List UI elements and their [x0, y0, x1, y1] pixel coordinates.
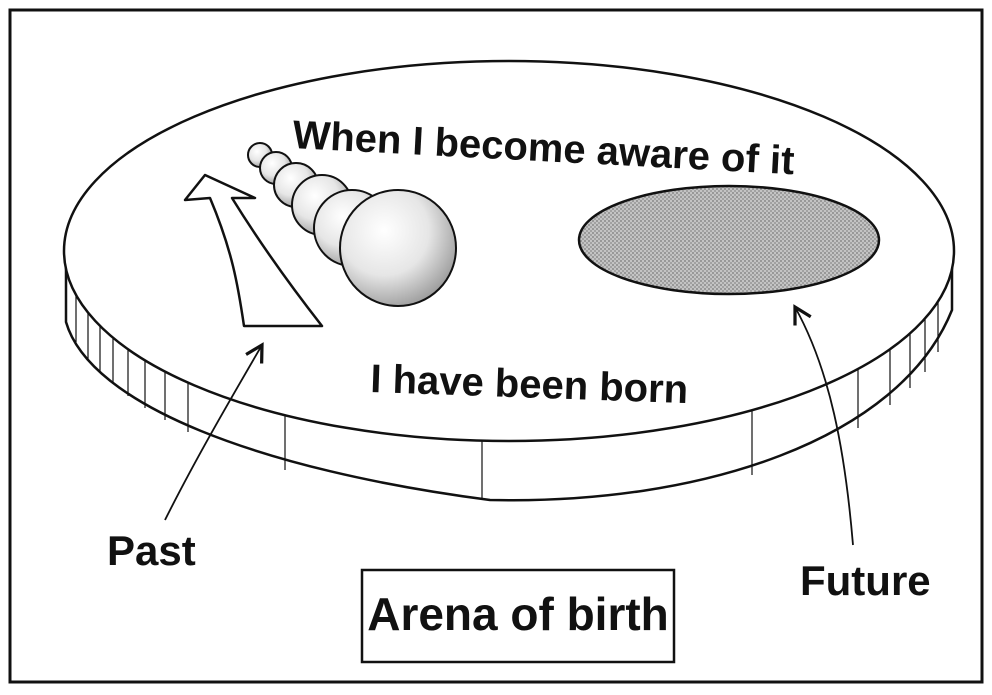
past-label: Past [107, 527, 196, 574]
future-region [579, 186, 879, 294]
future-label: Future [800, 557, 931, 604]
sphere-6 [340, 190, 456, 306]
caption-text: Arena of birth [367, 588, 669, 640]
